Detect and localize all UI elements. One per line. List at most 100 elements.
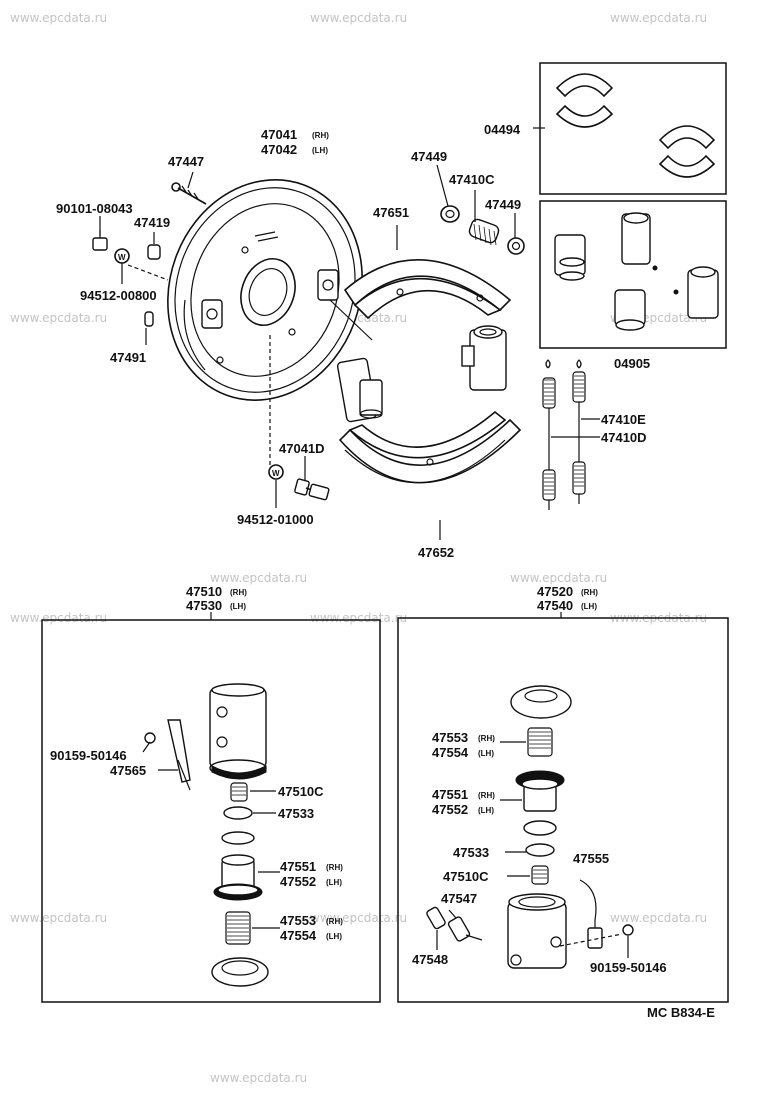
clip-47419 bbox=[147, 244, 161, 260]
label-47510c-right: 47510C bbox=[443, 869, 489, 884]
watermark: www.epcdata.ru bbox=[210, 1071, 307, 1085]
watermark: www.epcdata.ru bbox=[10, 611, 107, 625]
label-90159-right: 90159-50146 bbox=[590, 960, 667, 975]
boot-left bbox=[211, 957, 269, 987]
label-47520-side: (RH) bbox=[581, 588, 598, 597]
label-47553-left: 47553 bbox=[280, 913, 316, 928]
cylinder-kit-04905 bbox=[554, 212, 719, 331]
wheel-cylinder-box-left bbox=[41, 619, 381, 1003]
pin-47491 bbox=[144, 311, 154, 327]
bolt-47041d bbox=[294, 478, 330, 501]
watermark: www.epcdata.ru bbox=[310, 911, 407, 925]
bleeder-bracket-47565 bbox=[167, 719, 191, 791]
label-47410d: 47410D bbox=[601, 430, 647, 445]
spring-47553-left bbox=[225, 911, 251, 945]
label-47552-right-side: (LH) bbox=[478, 806, 494, 815]
label-47042-side: (LH) bbox=[312, 146, 328, 155]
leader-line bbox=[187, 171, 194, 189]
brake-shoe-lower bbox=[338, 410, 522, 484]
label-47554-right-side: (LH) bbox=[478, 749, 494, 758]
label-47520: 47520 bbox=[537, 584, 573, 599]
svg-text:W: W bbox=[272, 469, 280, 478]
leader-line bbox=[436, 164, 449, 207]
boot-right bbox=[510, 685, 572, 719]
leader-line bbox=[127, 264, 169, 281]
label-47410c: 47410C bbox=[449, 172, 495, 187]
watermark: www.epcdata.ru bbox=[510, 571, 607, 585]
watermark: www.epcdata.ru bbox=[10, 11, 107, 25]
watermark: www.epcdata.ru bbox=[10, 911, 107, 925]
label-47552-left: 47552 bbox=[280, 874, 316, 889]
backing-plate bbox=[167, 179, 363, 401]
label-47491: 47491 bbox=[110, 350, 146, 365]
wheel-cylinder-right bbox=[507, 893, 567, 969]
cup-47533-right-2 bbox=[525, 843, 555, 857]
label-47552-right: 47552 bbox=[432, 802, 468, 817]
cup-47533-right bbox=[523, 820, 557, 836]
label-90159-left: 90159-50146 bbox=[50, 748, 127, 763]
label-47041-side: (RH) bbox=[312, 131, 329, 140]
label-47530-side: (LH) bbox=[230, 602, 246, 611]
label-47447: 47447 bbox=[168, 154, 204, 169]
spring-47553-right bbox=[527, 727, 553, 757]
bleeder-47547 bbox=[426, 906, 483, 942]
label-47553-right-side: (RH) bbox=[478, 734, 495, 743]
svg-text:W: W bbox=[118, 253, 126, 262]
bolt-47447 bbox=[171, 182, 207, 205]
labels: 47041 (RH) 47042 (LH) 47447 90101-08043 … bbox=[50, 122, 715, 1020]
label-47410e: 47410E bbox=[601, 412, 646, 427]
kit-box-04905 bbox=[539, 200, 727, 349]
bolt-90101 bbox=[92, 216, 108, 251]
label-47540-side: (LH) bbox=[581, 602, 597, 611]
wheel-cylinder-left bbox=[209, 683, 267, 780]
label-47554-left-side: (LH) bbox=[326, 932, 342, 941]
piston-47551-right bbox=[515, 770, 565, 812]
cap-47449-right bbox=[507, 237, 525, 255]
watermark: www.epcdata.ru bbox=[10, 311, 107, 325]
wheel-cylinder-right-small bbox=[461, 325, 507, 391]
watermark: www.epcdata.ru bbox=[310, 11, 407, 25]
label-47553-right: 47553 bbox=[432, 730, 468, 745]
label-47548: 47548 bbox=[412, 952, 448, 967]
brake-shoe-upper bbox=[329, 259, 512, 341]
label-47551-right: 47551 bbox=[432, 787, 468, 802]
screw-90159 bbox=[144, 732, 156, 744]
label-47419: 47419 bbox=[134, 215, 170, 230]
wheel-cylinder-box-right bbox=[397, 617, 729, 1003]
label-94512-01000: 94512-01000 bbox=[237, 512, 314, 527]
label-04494: 04494 bbox=[484, 122, 521, 137]
diagram-code: MC B834-E bbox=[647, 1005, 715, 1020]
springs-47410e-47410d bbox=[542, 359, 586, 510]
label-47449-right: 47449 bbox=[485, 197, 521, 212]
bracket-47555 bbox=[579, 879, 634, 949]
leader-line bbox=[559, 933, 623, 947]
washer-94512-00800: W bbox=[114, 248, 130, 264]
piston-47551-left bbox=[213, 831, 263, 901]
label-04905: 04905 bbox=[614, 356, 650, 371]
label-47533-left: 47533 bbox=[278, 806, 314, 821]
label-47551-right-side: (RH) bbox=[478, 791, 495, 800]
watermark: www.epcdata.ru bbox=[610, 11, 707, 25]
watermarks: www.epcdata.ru www.epcdata.ru www.epcdat… bbox=[10, 11, 707, 1085]
leader-line bbox=[448, 909, 457, 919]
watermark: www.epcdata.ru bbox=[610, 911, 707, 925]
shoe-kit-04494 bbox=[555, 73, 716, 178]
label-47551-left-side: (RH) bbox=[326, 863, 343, 872]
cap-47449 bbox=[440, 205, 460, 223]
washer-94512-01000: W bbox=[268, 464, 284, 480]
watermark: www.epcdata.ru bbox=[310, 611, 407, 625]
label-47530: 47530 bbox=[186, 598, 222, 613]
label-47510-side: (RH) bbox=[230, 588, 247, 597]
label-47510: 47510 bbox=[186, 584, 222, 599]
label-47651: 47651 bbox=[373, 205, 409, 220]
spring-47410c bbox=[468, 218, 500, 246]
label-47554-right: 47554 bbox=[432, 745, 469, 760]
label-47041d: 47041D bbox=[279, 441, 325, 456]
label-47510c-left: 47510C bbox=[278, 784, 324, 799]
label-47042: 47042 bbox=[261, 142, 297, 157]
label-90101-08043: 90101-08043 bbox=[56, 201, 133, 216]
label-47552-left-side: (LH) bbox=[326, 878, 342, 887]
label-94512-00800: 94512-00800 bbox=[80, 288, 157, 303]
label-47553-left-side: (RH) bbox=[326, 917, 343, 926]
